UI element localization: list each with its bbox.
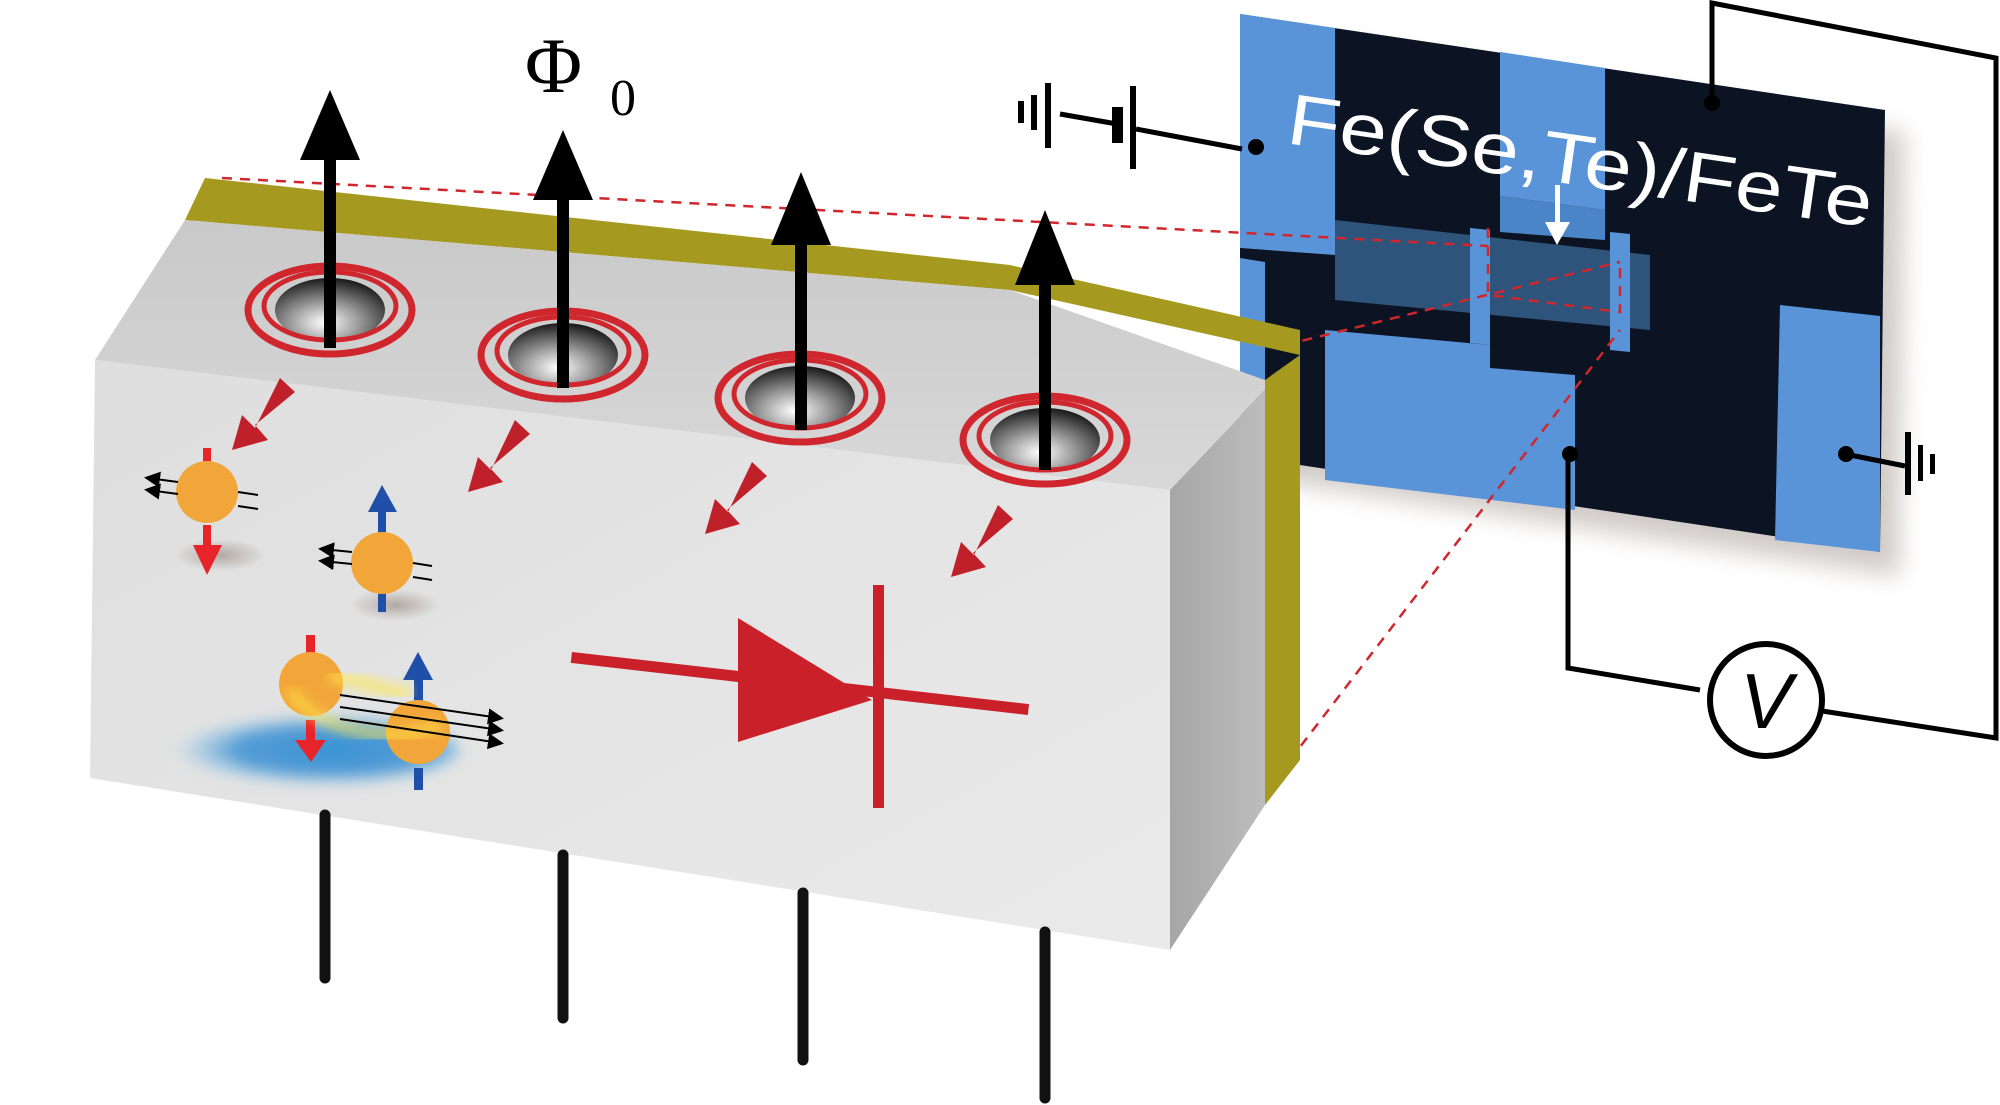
block-legs	[319, 809, 1051, 1104]
block-side-face	[1170, 390, 1265, 950]
diode-icon	[570, 585, 1030, 808]
contact-dots	[1248, 95, 1854, 462]
flux-arrow-icon	[300, 90, 360, 348]
vortex-motion-arrows	[232, 378, 1013, 577]
flux-arrow-icon	[533, 130, 593, 388]
projection-lines	[221, 176, 1622, 761]
superconductor-block	[90, 178, 1300, 950]
junction-pointer-arrow	[1545, 185, 1570, 245]
gold-top-layer	[185, 178, 1300, 355]
cooper-pair	[140, 635, 504, 790]
flux-quantum-label: Φ 0	[525, 22, 636, 127]
spin-particles	[140, 448, 504, 790]
electron-spin-up	[318, 485, 440, 621]
voltmeter-label: V	[1740, 657, 1799, 745]
flux-subscript: 0	[610, 70, 636, 127]
battery-icon	[1018, 83, 1136, 169]
flux-symbol: Φ	[525, 22, 582, 109]
measurement-circuit	[1059, 0, 1999, 741]
block-front-face	[90, 360, 1170, 950]
voltmeter-icon: V	[1707, 641, 1825, 759]
electron-spin-down	[144, 448, 265, 575]
flux-arrow-icon	[771, 172, 831, 430]
flux-arrows	[300, 90, 1075, 470]
flux-arrow-icon	[1015, 210, 1075, 470]
ground-icon	[1905, 432, 1935, 495]
device-micrograph	[1240, 14, 1904, 576]
